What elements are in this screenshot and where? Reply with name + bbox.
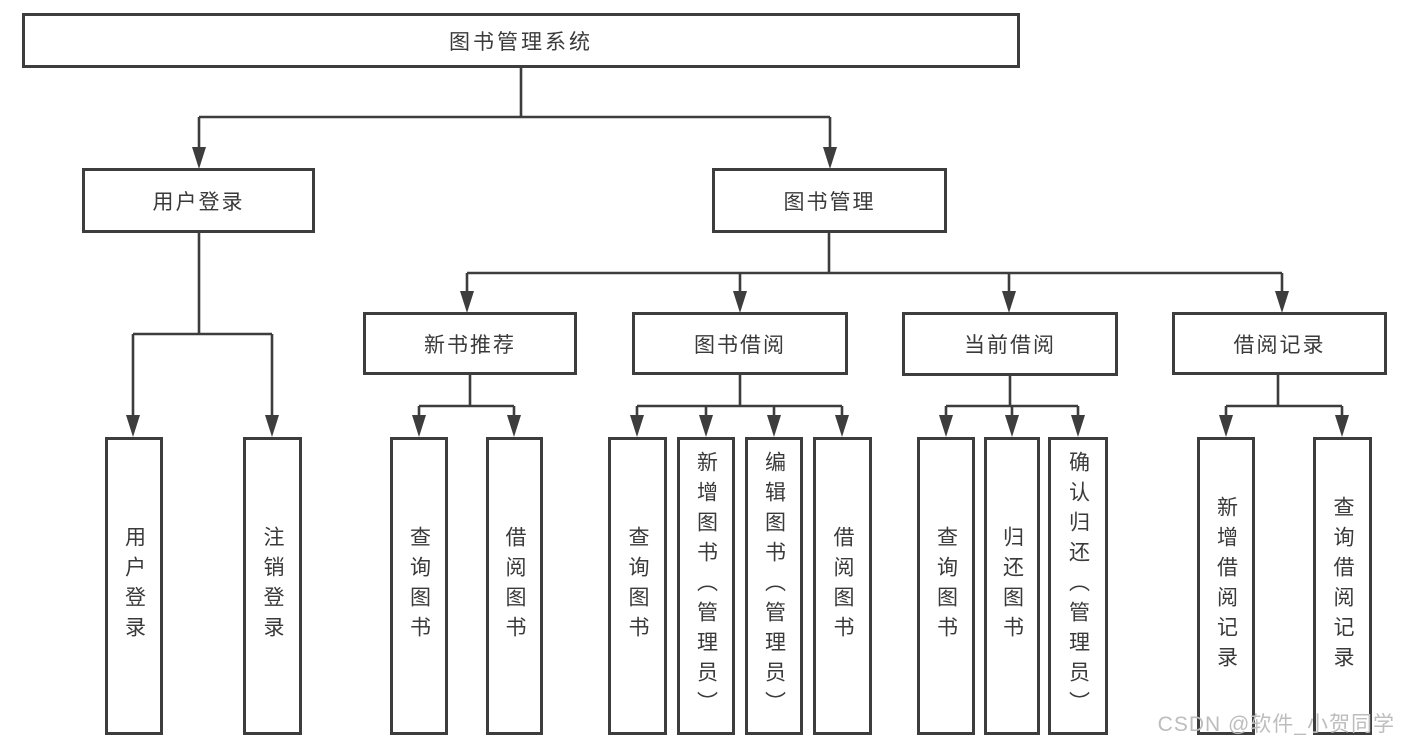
leaf-edit-book-admin: 编辑图书（管理员） (745, 437, 803, 735)
node-label: 图书借阅 (694, 333, 786, 357)
node-label: 新书推荐 (424, 333, 516, 357)
node-book-borrowing: 图书借阅 (632, 312, 848, 375)
leaf-label: 新增借阅记录 (1214, 496, 1238, 676)
leaf-query-borrow-record: 查询借阅记录 (1313, 437, 1372, 735)
node-label: 图书管理系统 (449, 30, 593, 54)
leaf-label: 借阅图书 (503, 526, 526, 646)
leaf-label: 查询图书 (407, 526, 431, 646)
node-label: 借阅记录 (1233, 333, 1326, 357)
leaf-query-books-recommendation: 查询图书 (390, 437, 448, 735)
node-library-management-system: 图书管理系统 (22, 13, 1020, 68)
node-label: 用户登录 (152, 190, 245, 214)
node-book-management: 图书管理 (712, 168, 947, 233)
leaf-label: 查询图书 (626, 526, 649, 646)
node-borrowing-records: 借阅记录 (1172, 312, 1387, 375)
node-label: 当前借阅 (964, 334, 1056, 357)
leaf-return-book: 归还图书 (984, 437, 1040, 735)
leaf-label: 注销登录 (261, 526, 284, 646)
leaf-label: 新增图书（管理员） (694, 451, 718, 721)
leaf-label: 用户登录 (122, 526, 146, 646)
leaf-borrow-books-recommendation: 借阅图书 (486, 437, 543, 735)
leaf-borrow-books: 借阅图书 (813, 437, 872, 735)
leaf-label: 归还图书 (1000, 526, 1024, 646)
leaf-add-borrow-record: 新增借阅记录 (1197, 437, 1255, 735)
leaf-label: 编辑图书（管理员） (762, 451, 786, 721)
node-label: 图书管理 (783, 190, 876, 214)
watermark: CSDN @软件_小贺同学 (1157, 713, 1395, 736)
leaf-logout: 注销登录 (243, 437, 302, 735)
leaf-label: 确认归还（管理员） (1066, 451, 1090, 721)
leaf-query-books-current: 查询图书 (917, 437, 975, 735)
node-new-book-recommendation: 新书推荐 (363, 312, 577, 375)
leaf-label: 借阅图书 (831, 526, 854, 646)
leaf-add-book-admin: 新增图书（管理员） (677, 437, 735, 735)
node-current-borrowing: 当前借阅 (902, 312, 1118, 376)
leaf-query-books-borrowing: 查询图书 (608, 437, 667, 735)
leaf-user-login: 用户登录 (105, 437, 163, 735)
leaf-label: 查询图书 (934, 526, 958, 646)
leaf-confirm-return-admin: 确认归还（管理员） (1048, 437, 1108, 735)
node-user-login: 用户登录 (82, 168, 315, 233)
leaf-label: 查询借阅记录 (1331, 496, 1354, 676)
